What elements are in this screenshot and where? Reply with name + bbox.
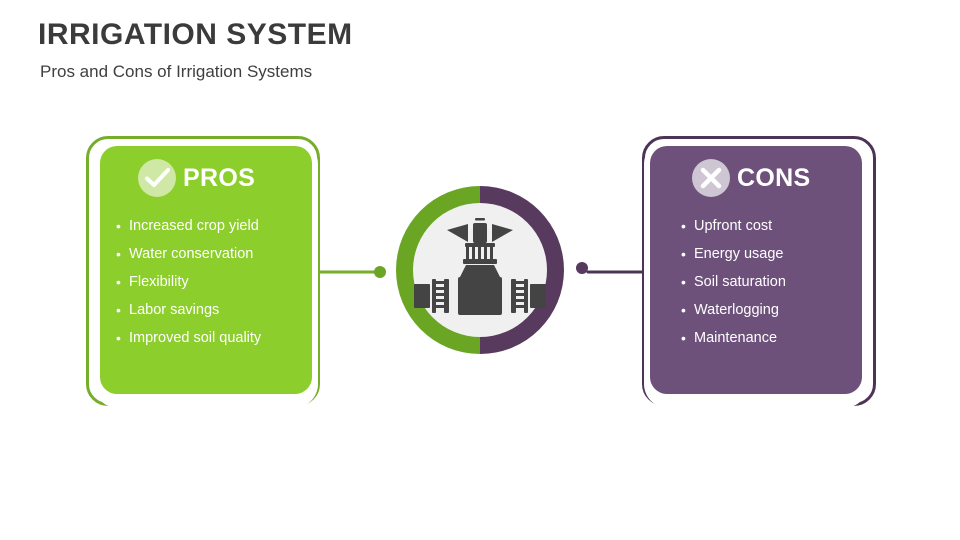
pipe-valve-icon [414,218,546,315]
pros-heading: PROS [138,159,255,197]
x-circle-icon [692,159,730,197]
check-circle-icon [138,159,176,197]
list-item[interactable]: Maintenance [681,324,786,352]
list-item[interactable]: Soil saturation [681,268,786,296]
center-emblem[interactable] [390,180,570,360]
cons-heading: CONS [692,159,810,197]
pros-label: PROS [183,163,256,192]
list-item[interactable]: Water conservation [116,240,261,268]
list-item[interactable]: Increased crop yield [116,212,261,240]
page-title: IRRIGATION SYSTEM [38,18,353,51]
list-item[interactable]: Energy usage [681,240,786,268]
cons-label: CONS [737,163,811,192]
list-item[interactable]: Improved soil quality [116,324,261,352]
list-item[interactable]: Flexibility [116,268,261,296]
list-item[interactable]: Upfront cost [681,212,786,240]
list-item[interactable]: Waterlogging [681,296,786,324]
pros-list: Increased crop yield Water conservation … [116,212,261,352]
list-item[interactable]: Labor savings [116,296,261,324]
page-subtitle: Pros and Cons of Irrigation Systems [40,62,313,81]
cons-list: Upfront cost Energy usage Soil saturatio… [681,212,786,352]
